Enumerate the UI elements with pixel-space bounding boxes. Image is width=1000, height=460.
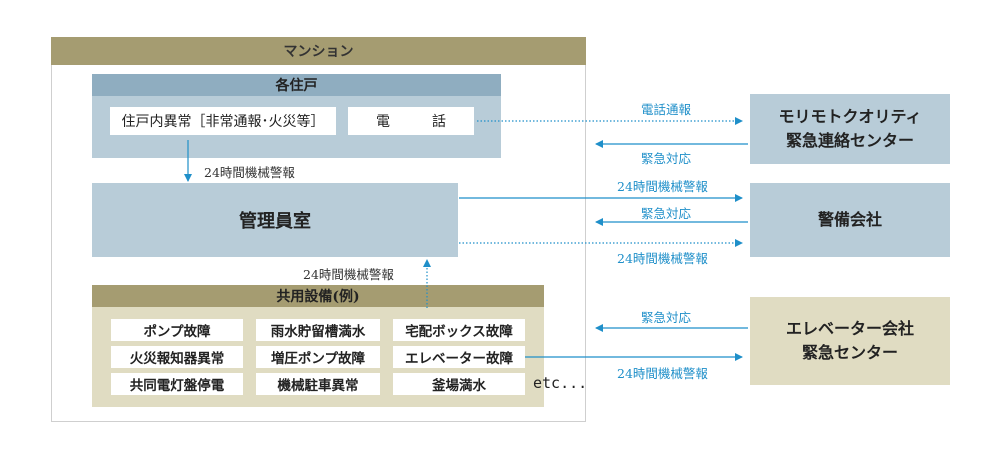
unit-alarm-box: 住戸内異常［非常通報･火災等］	[110, 107, 336, 135]
mansion-header: マンション	[51, 37, 586, 65]
units-alarm-label: 24時間機械警報	[204, 165, 295, 180]
security-alarm-label-2: 24時間機械警報	[617, 251, 708, 266]
elevator-response-label: 緊急対応	[641, 310, 692, 325]
elevator-center-line-2: 緊急センター	[801, 343, 898, 362]
management-office-box: 管理員室	[92, 183, 458, 257]
morimoto-center-box: モリモトクオリティ 緊急連絡センター	[750, 94, 950, 164]
phone-char-2: 話	[432, 114, 446, 130]
shared-alarm-label: 24時間機械警報	[303, 267, 394, 282]
equipment-item: 宅配ボックス故障	[393, 319, 525, 341]
security-company-box: 警備会社	[750, 183, 950, 257]
equipment-item: 火災報知器異常	[111, 346, 243, 368]
morimoto-center-line-1: モリモトクオリティ	[778, 107, 922, 126]
unit-phone-box: 電 話	[348, 107, 474, 135]
equipment-item: 雨水貯留槽満水	[256, 319, 380, 341]
units-header: 各住戸	[92, 74, 501, 96]
security-alarm-label: 24時間機械警報	[617, 179, 708, 194]
phone-char-1: 電	[376, 114, 390, 130]
etc-label: etc...	[533, 374, 588, 392]
equipment-item: ポンプ故障	[111, 319, 243, 341]
equipment-item: 共同電灯盤停電	[111, 373, 243, 395]
phone-report-label: 電話通報	[641, 102, 692, 117]
equipment-item: 増圧ポンプ故障	[256, 346, 380, 368]
equipment-item: エレベーター故障	[393, 346, 525, 368]
elevator-company-box: エレベーター会社 緊急センター	[750, 297, 950, 385]
security-response-label: 緊急対応	[641, 206, 692, 221]
morimoto-center-line-2: 緊急連絡センター	[785, 131, 914, 150]
morimoto-response-label: 緊急対応	[641, 151, 692, 166]
equipment-item: 釜場満水	[393, 373, 525, 395]
elevator-alarm-label: 24時間機械警報	[617, 366, 708, 381]
equipment-item: 機械駐車異常	[256, 373, 380, 395]
elevator-center-line-1: エレベーター会社	[785, 319, 914, 338]
shared-equipment-header: 共用設備(例)	[92, 285, 544, 307]
